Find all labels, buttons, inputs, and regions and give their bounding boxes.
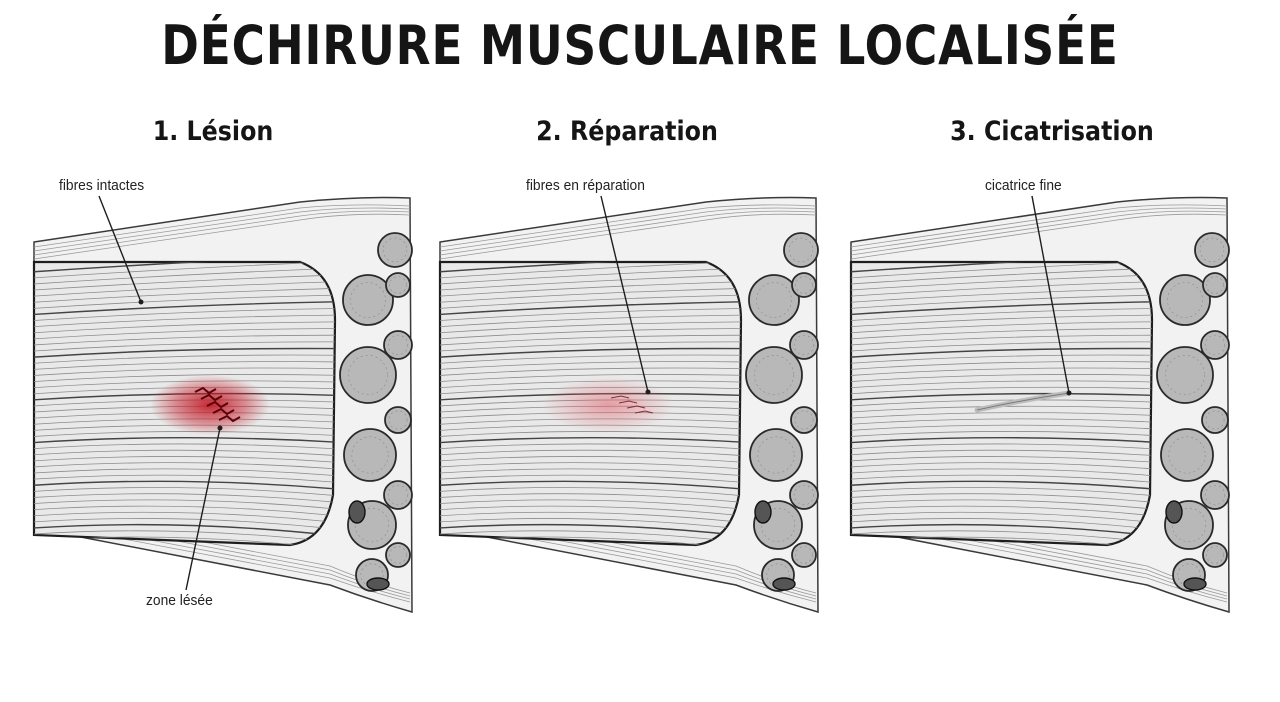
panel-title-scar: 3. Cicatrisation xyxy=(950,116,1154,147)
label-cicatrice-fine: cicatrice fine xyxy=(985,177,1062,194)
muscle-fibres xyxy=(440,262,741,545)
label-fibres-en-reparation: fibres en réparation xyxy=(526,177,645,194)
label-zone-lesee: zone lésée xyxy=(146,592,213,609)
panel-repair: 2. Réparation fibres en réparation xyxy=(406,0,836,702)
panel-scar: 3. Cicatrisation cicatrice fine xyxy=(817,0,1247,702)
muscle-illustration-repair xyxy=(438,195,819,613)
muscle-fibres xyxy=(34,262,335,545)
muscle-illustration-scar xyxy=(849,195,1230,613)
panel-title-lesion: 1. Lésion xyxy=(152,116,274,147)
muscle-illustration-lesion xyxy=(32,195,413,613)
panel-title-repair: 2. Réparation xyxy=(536,116,718,147)
diagram-title: DÉCHIRURE MUSCULAIRE LOCALISÉE xyxy=(161,14,1119,77)
panel-lesion: 1. Lésion fibres intactes zone lésée xyxy=(0,0,430,702)
label-fibres-intactes: fibres intactes xyxy=(59,177,145,194)
